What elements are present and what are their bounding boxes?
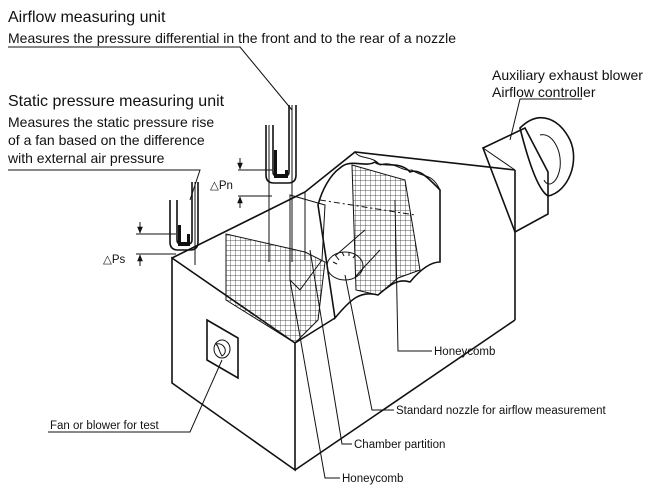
leader-airflow <box>8 46 293 111</box>
airflow-unit-title: Airflow measuring unit <box>8 9 166 26</box>
static-pressure-manometer <box>169 182 199 265</box>
test-fan <box>206 318 239 380</box>
delta-pn-label: △Pn <box>210 180 233 192</box>
static-unit-description-1: Measures the static pressure rise <box>8 114 214 130</box>
delta-ps-label: △Ps <box>103 254 126 266</box>
chamber-partition-label: Chamber partition <box>354 439 445 451</box>
static-unit-description-3: with external air pressure <box>7 150 165 166</box>
leader-static <box>8 169 201 201</box>
honeycomb-front-mesh <box>225 233 326 344</box>
chamber-partition <box>289 194 326 291</box>
airflow-unit-description: Measures the pressure differential in th… <box>8 30 456 46</box>
leader-partition <box>309 249 352 445</box>
static-unit-description-2: of a fan based on the difference <box>8 132 205 148</box>
leader-fan <box>48 359 223 433</box>
honeycomb-right-label: Honeycomb <box>434 346 495 358</box>
standard-nozzle <box>319 199 416 281</box>
leader-aux <box>509 98 582 141</box>
fan-test-label: Fan or blower for test <box>50 420 159 432</box>
leader-nozzle <box>344 274 394 411</box>
chamber-body <box>171 151 516 472</box>
leader-honeycomb-bottom <box>289 279 340 479</box>
airflow-manometer <box>265 105 297 262</box>
aux-blower-label: Auxiliary exhaust blower <box>492 67 643 83</box>
standard-nozzle-label: Standard nozzle for airflow measurement <box>396 405 606 417</box>
leader-honeycomb-right <box>394 199 432 352</box>
honeycomb-bottom-label: Honeycomb <box>342 473 403 485</box>
honeycomb-rear-mesh <box>351 164 421 296</box>
auxiliary-exhaust-blower <box>481 116 575 234</box>
static-unit-title: Static pressure measuring unit <box>8 93 225 110</box>
airflow-controller-label: Airflow controller <box>492 84 596 100</box>
